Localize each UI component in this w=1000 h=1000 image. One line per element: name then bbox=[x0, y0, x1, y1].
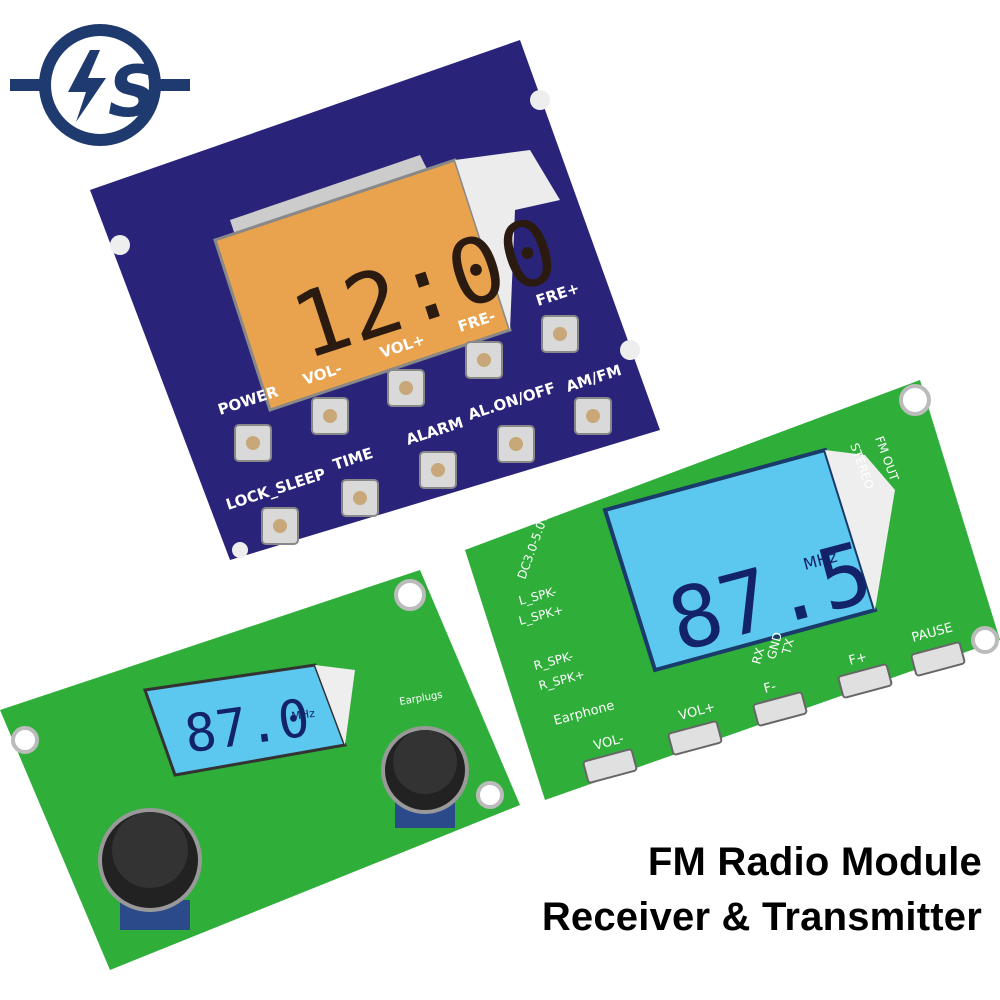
receiver-board: 87.0 MHz Earplugs bbox=[0, 570, 520, 970]
tx-pause-button[interactable] bbox=[910, 641, 966, 677]
purple-radio-board: 12:00 POWER VOL- VOL+ FRE- FRE+ LOCK_SLE… bbox=[90, 40, 660, 560]
tx-vol-plus-button[interactable] bbox=[667, 720, 723, 756]
label-gnd: GND bbox=[764, 631, 785, 661]
transmitter-board: 87.5 MHz DC3.0-5.0V L_SPK- L_SPK+ R_SPK-… bbox=[465, 380, 1000, 800]
brand-logo: S bbox=[10, 24, 190, 146]
tx-f-minus-button[interactable] bbox=[752, 691, 808, 727]
logo-letter: S bbox=[108, 51, 158, 133]
volume-knob[interactable] bbox=[98, 808, 202, 930]
label-tx: TX bbox=[779, 637, 797, 657]
receiver-lcd-unit: MHz bbox=[291, 707, 316, 723]
lightning-bolt-icon bbox=[68, 50, 106, 122]
tuning-knob[interactable] bbox=[381, 726, 469, 828]
tx-vol-minus-button[interactable] bbox=[582, 748, 638, 784]
label-tx-f-minus: F- bbox=[762, 679, 778, 697]
caption-subtitle: Receiver & Transmitter bbox=[541, 895, 982, 939]
caption-title: FM Radio Module bbox=[647, 840, 982, 884]
label-rx: RX bbox=[749, 646, 767, 666]
tx-f-plus-button[interactable] bbox=[837, 663, 893, 699]
label-tx-f-plus: F+ bbox=[847, 650, 869, 669]
